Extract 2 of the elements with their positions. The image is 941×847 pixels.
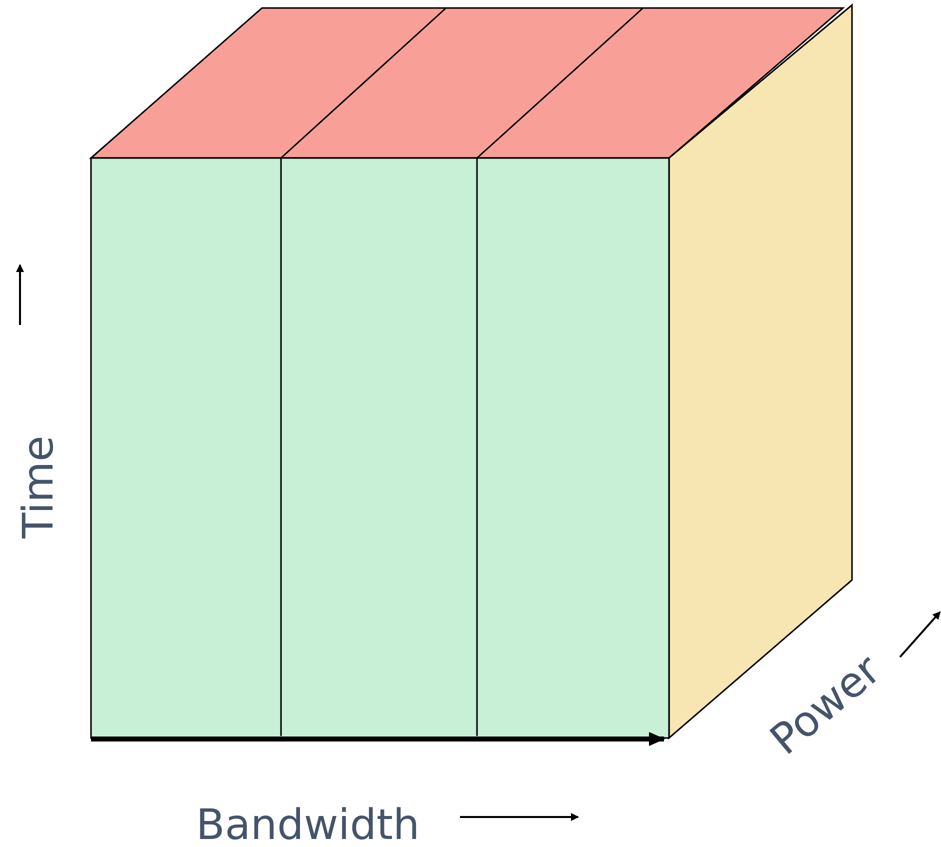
axis-label: Bandwidth	[196, 804, 420, 846]
axis-label: Time	[16, 436, 59, 538]
